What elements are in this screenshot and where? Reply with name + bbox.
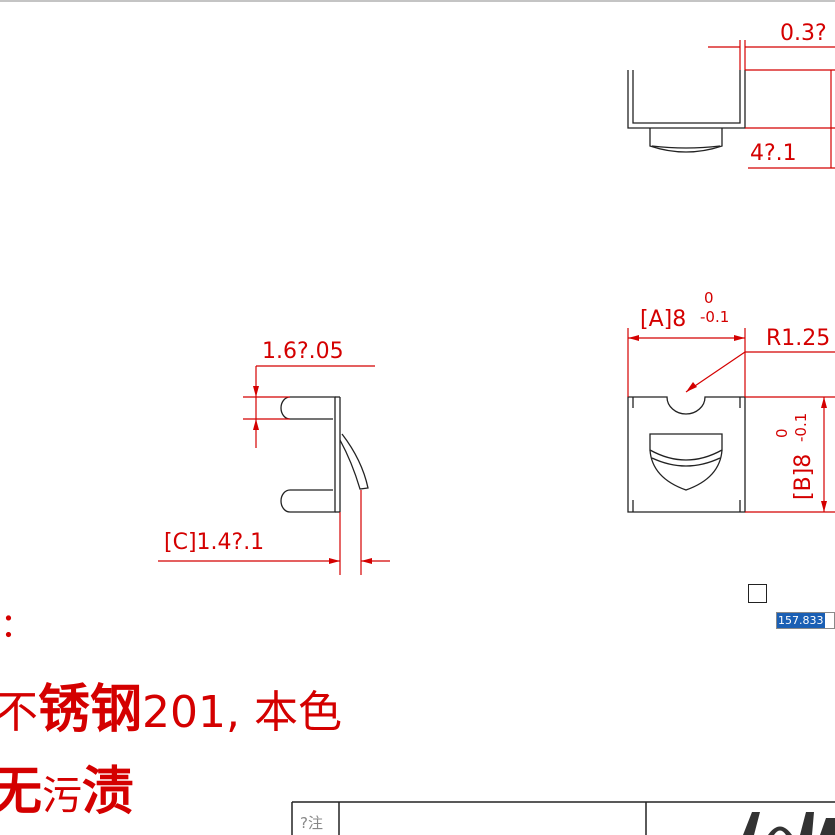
notes-line-1-rest: 201, 本色	[142, 687, 342, 738]
side-view-arrows	[253, 386, 372, 564]
notes-line-2-prefix: 无	[0, 762, 43, 822]
front-view	[627, 396, 746, 513]
title-block	[291, 801, 835, 835]
top-view	[627, 70, 746, 153]
dim-side-offset: [C]1.4?.1	[164, 530, 264, 555]
notes-line-2: 无污渍	[0, 760, 134, 828]
dim-front-width-tol-upper: 0	[704, 289, 714, 307]
pickbox-cursor[interactable]	[748, 584, 767, 603]
notes-line-1-bold: 锈钢	[38, 680, 143, 740]
notes-line-1: 不锈钢201, 本色	[0, 680, 342, 743]
dim-front-width-tol-lower: -0.1	[700, 308, 729, 326]
dim-front-height: [B]8	[791, 454, 816, 500]
dim-front-height-tol-lower: -0.1	[792, 413, 810, 442]
side-view	[280, 396, 369, 513]
dynamic-input-value: 157.833	[777, 613, 825, 628]
notes-heading: ：	[0, 606, 34, 646]
front-view-dimensions	[627, 328, 835, 513]
dynamic-input-field[interactable]: 157.833	[776, 612, 835, 629]
title-block-label: ?注	[300, 814, 323, 832]
notes-line-1-prefix: 不	[0, 687, 38, 738]
dim-side-width: 1.6?.05	[262, 339, 344, 364]
logo-fragment	[743, 812, 835, 835]
front-view-arrows	[628, 335, 827, 512]
notes-line-2-bold: 渍	[82, 762, 135, 822]
dim-top-thickness: 0.3?	[780, 21, 827, 46]
dim-radius: R1.25	[766, 326, 830, 351]
side-view-dimensions	[158, 365, 390, 575]
dim-front-height-group: [B]8 0 -0.1	[773, 413, 816, 500]
dim-top-height: 4?.1	[750, 141, 797, 166]
dim-front-height-tol-upper: 0	[773, 428, 791, 438]
dim-front-width: [A]8	[640, 307, 686, 332]
top-view-dimensions	[708, 40, 835, 169]
notes-line-2-mid: 污	[42, 773, 83, 819]
